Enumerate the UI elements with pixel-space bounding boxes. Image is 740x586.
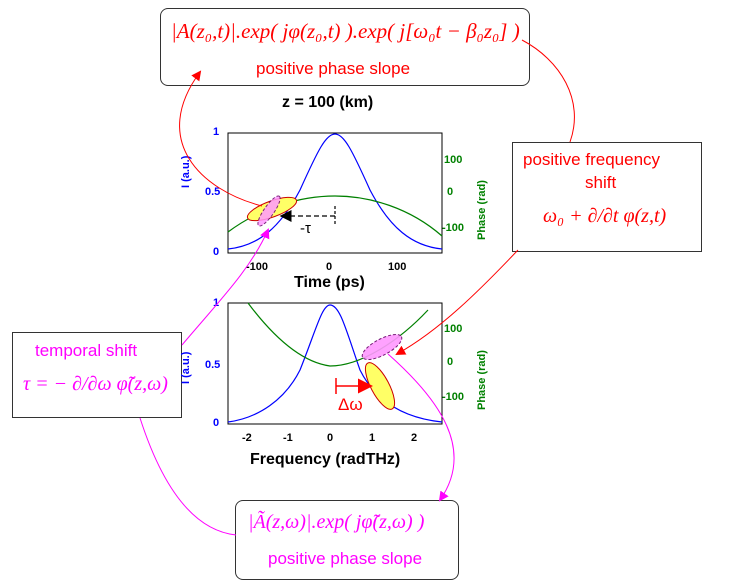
temporal-shift-formula: τ = − ∂/∂ω φ̃(z,ω) [23, 373, 168, 395]
top-ytick-right-2: -100 [442, 222, 465, 234]
top-caption: positive phase slope [256, 59, 411, 78]
top-xlabel: Time (ps) [294, 274, 365, 291]
red-curve-top-to-right [521, 39, 575, 143]
top-tau-label: -τ [300, 220, 311, 237]
bottom-ytick-right-0: 100 [444, 323, 463, 335]
bottom-xtick-2: 0 [327, 432, 334, 444]
bottom-xtick-3: 1 [369, 432, 376, 444]
top-intensity-curve [227, 133, 443, 250]
magenta-arrow-to-bottom-box [387, 353, 455, 502]
bottom-formula-box: |Ã(z,ω)|.exp( jφ̃(z,ω) ) positive phase … [235, 500, 459, 580]
bottom-ytick-2: 1 [213, 297, 220, 309]
bottom-xtick-0: -2 [242, 432, 252, 444]
bottom-plot-frame [227, 302, 443, 425]
magenta-arrow-to-top-ellipse [181, 228, 270, 346]
top-ytick-1: 0.5 [205, 186, 221, 198]
magenta-curve-left-to-bottom [139, 417, 237, 536]
bottom-caption: positive phase slope [268, 549, 423, 568]
bottom-ytick-right-1: 0 [447, 356, 454, 368]
page-title: z = 100 (km) [282, 94, 374, 111]
bottom-formula: |Ã(z,ω)|.exp( jφ̃(z,ω) ) [248, 511, 425, 533]
bottom-ytick-1: 0.5 [205, 359, 221, 371]
frequency-shift-line1: positive frequency [523, 150, 661, 169]
top-xtick-0: -100 [246, 261, 269, 273]
frequency-shift-line2: shift [585, 173, 617, 192]
temporal-shift-box: temporal shift τ = − ∂/∂ω φ̃(z,ω) [12, 332, 182, 418]
bottom-violet-ellipse [361, 333, 403, 361]
bottom-intensity-curve [227, 304, 443, 423]
bottom-phase-curve [247, 302, 429, 367]
red-arrow-to-top-box [179, 70, 263, 207]
frequency-shift-box: positive frequency shift ω₀ + ∂/∂t φ(z,t… [512, 142, 702, 252]
top-ytick-2: 1 [213, 126, 220, 138]
bottom-xtick-4: 2 [411, 432, 418, 444]
red-arrow-to-bottom-chart [395, 249, 519, 355]
top-ytick-right-0: 100 [444, 154, 463, 166]
top-ytick-right-1: 0 [447, 186, 454, 198]
bottom-ytick-right-2: -100 [442, 391, 465, 403]
bottom-ytick-0: 0 [213, 417, 220, 429]
top-formula: |A(z₀,t)|.exp( jφ(z₀,t) ).exp( j[ω₀t − β… [171, 19, 520, 43]
top-xtick-1: 0 [326, 261, 333, 273]
top-xtick-2: 100 [388, 261, 407, 273]
top-plot-frame [227, 132, 443, 254]
top-violet-ellipse [257, 195, 281, 227]
bottom-dw-label: Δω [338, 395, 363, 414]
top-formula-box: |A(z₀,t)|.exp( jφ(z₀,t) ).exp( j[ω₀t − β… [160, 8, 530, 86]
frequency-shift-formula: ω₀ + ∂/∂t φ(z,t) [543, 205, 667, 227]
top-ytick-0: 0 [213, 246, 220, 258]
bottom-xtick-1: -1 [283, 432, 293, 444]
bottom-xlabel: Frequency (radTHz) [250, 451, 401, 468]
temporal-shift-line1: temporal shift [35, 341, 138, 360]
